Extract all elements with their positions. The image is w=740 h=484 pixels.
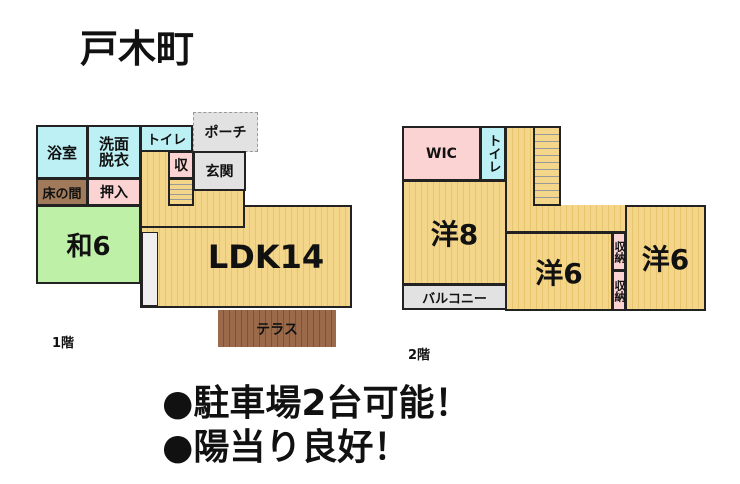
room-toilet-2f: トイレ: [480, 126, 506, 181]
kitchen-counter: [142, 232, 158, 306]
room-label: 押入: [100, 185, 128, 201]
room-label: トイレ: [485, 134, 501, 173]
room-storage-1f: 収: [168, 151, 194, 179]
stairs-1f: [168, 178, 194, 206]
room-storage-2f-1: 収納: [612, 232, 626, 271]
room-label: バルコニー: [422, 291, 487, 307]
feature-sunlight: ●陽当り良好！: [162, 427, 410, 468]
room-label: 浴室: [46, 143, 77, 162]
room-label: 洋6: [535, 256, 583, 290]
room-label: WIC: [426, 145, 457, 162]
room-label: 洗面 脱衣: [98, 134, 129, 169]
room-porch: ポーチ: [193, 112, 258, 152]
room-western8: 洋8: [402, 180, 507, 285]
room-ldk: LDK14: [140, 205, 352, 308]
room-terrace: テラス: [218, 310, 336, 347]
floor-label-1f: 1階: [52, 336, 75, 351]
room-bath: 浴室: [36, 125, 88, 179]
room-closet: 押入: [87, 178, 141, 206]
room-label: 収納: [613, 240, 626, 263]
hall-2f-ext: [505, 205, 627, 233]
room-label: 和6: [66, 232, 111, 262]
room-label: 洋6: [641, 243, 690, 276]
room-western6a: 洋6: [505, 232, 613, 311]
room-label: 洋8: [430, 217, 479, 251]
room-label: テラス: [256, 321, 298, 338]
floor-label-2f: 2階: [408, 348, 431, 363]
room-label: ポーチ: [204, 125, 247, 141]
room-label: 床の間: [42, 186, 82, 202]
room-toilet-1f: トイレ: [140, 125, 193, 152]
room-label: トイレ: [146, 133, 186, 148]
room-label: 玄関: [205, 164, 234, 180]
room-balcony: バルコニー: [402, 284, 507, 310]
page-title: 戸木町: [80, 27, 195, 71]
room-washroom: 洗面 脱衣: [87, 125, 141, 179]
room-label: 収納: [613, 279, 626, 302]
room-western6b: 洋6: [625, 205, 706, 311]
room-washitsu: 和6: [36, 205, 141, 284]
room-tokonoma: 床の間: [36, 178, 88, 206]
room-label: LDK14: [207, 237, 325, 276]
room-entrance: 玄関: [193, 151, 246, 191]
room-wic: WIC: [402, 126, 481, 181]
room-storage-2f-2: 収納: [612, 270, 626, 311]
stairs-2f: [533, 126, 561, 206]
feature-parking: ●駐車場2台可能！: [162, 383, 471, 424]
room-label: 収: [174, 158, 188, 174]
